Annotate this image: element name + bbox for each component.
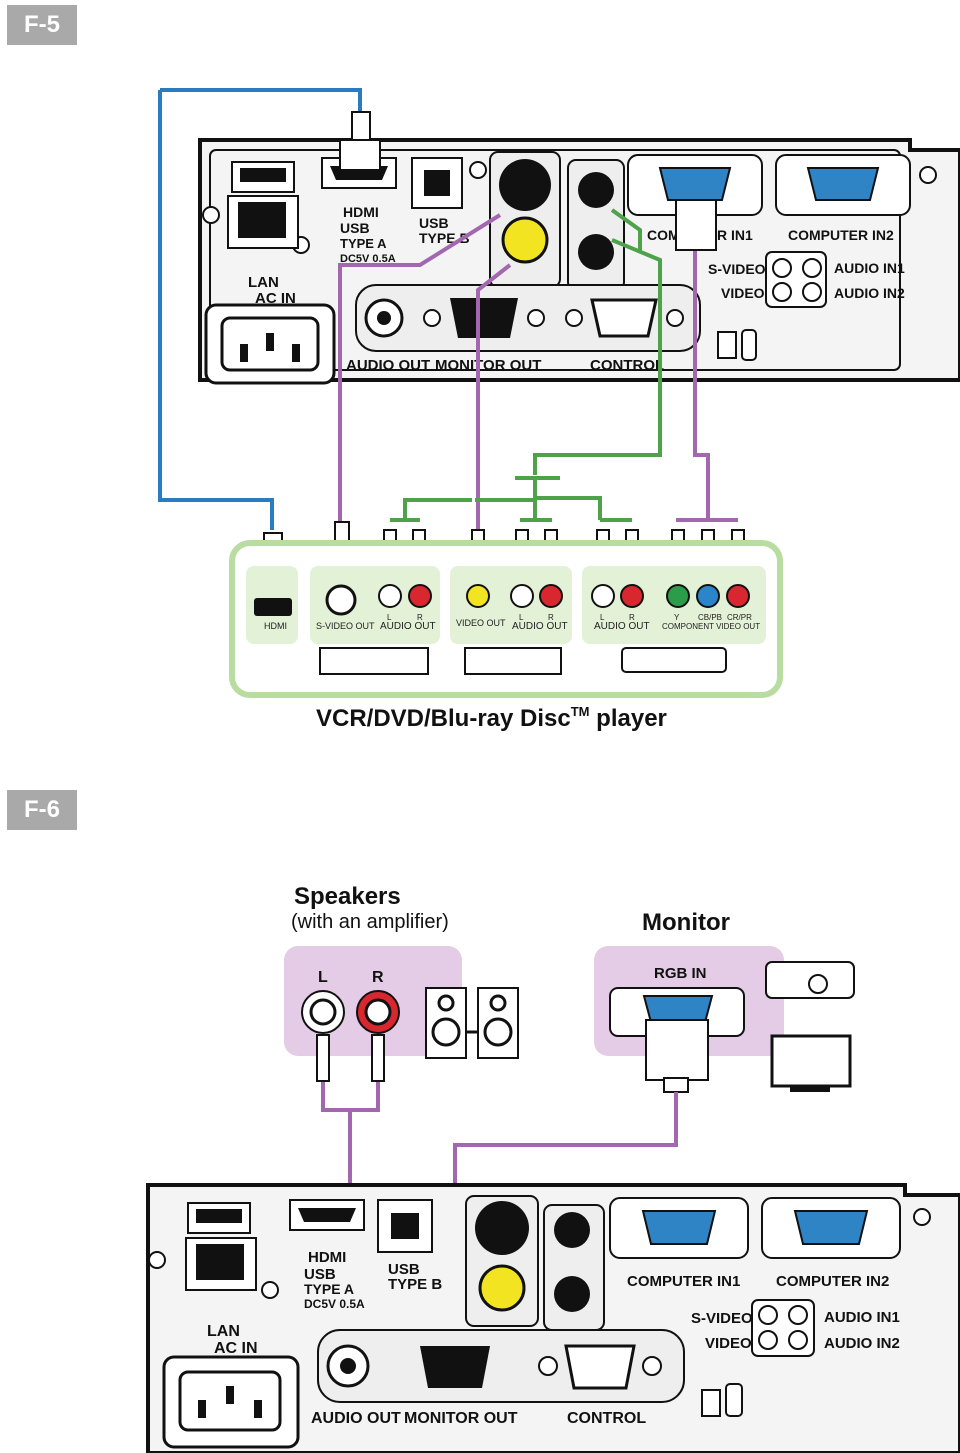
label-video: VIDEO [721, 285, 765, 301]
label-audio-out: AUDIO OUT [346, 357, 430, 374]
monitor-label-rgb-in: RGB IN [654, 965, 707, 982]
dev-label-audio-out3: AUDIO OUT [594, 621, 650, 632]
label-monitor-out: MONITOR OUT [435, 357, 541, 374]
label-computer-in2: COMPUTER IN2 [788, 227, 894, 243]
dev-label-audio-out2: AUDIO OUT [512, 621, 568, 632]
dev-label-l2: L [519, 613, 524, 622]
figure-tag-f6: F-6 [7, 790, 77, 830]
label-usb-a-rating: DC5V 0.5A [340, 253, 396, 265]
label-usb-b-f6: USB [388, 1261, 420, 1278]
projector-panel-f5 [198, 138, 960, 385]
label-lan: LAN [248, 274, 279, 291]
label-usb-a-f6: USB [304, 1266, 336, 1283]
label-usb-b-type-f6: TYPE B [388, 1276, 442, 1293]
av-device-panel [229, 540, 783, 698]
speakers-title: Speakers [294, 883, 401, 910]
dev-label-cr-pr: CR/PR [727, 613, 752, 622]
dev-label-l3: L [600, 613, 605, 622]
label-monitor-out-f6: MONITOR OUT [404, 1410, 518, 1427]
speakers-label-r: R [372, 969, 384, 986]
cables-f5 [158, 88, 738, 530]
dev-label-r2: R [548, 613, 554, 622]
dev-label-component-video-out: COMPONENT VIDEO OUT [662, 622, 760, 631]
label-s-video-f6: S-VIDEO [691, 1310, 753, 1327]
dev-label-hdmi: HDMI [264, 621, 287, 631]
label-computer-in1-f6: COMPUTER IN1 [627, 1273, 740, 1290]
label-hdmi-f6: HDMI [308, 1249, 346, 1266]
caption-f5: VCR/DVD/Blu-ray DiscTM player [316, 704, 667, 732]
monitor-panel [594, 946, 855, 1093]
dev-label-r3: R [629, 613, 635, 622]
label-video-f6: VIDEO [705, 1335, 752, 1352]
label-audio-in1-f6: AUDIO IN1 [824, 1309, 900, 1326]
label-control-f6: CONTROL [567, 1410, 646, 1427]
label-usb-a: USB [340, 220, 370, 236]
speakers-label-l: L [318, 969, 328, 986]
speakers-panel [284, 946, 519, 1059]
label-audio-in1: AUDIO IN1 [834, 260, 905, 276]
dev-label-r1: R [417, 613, 423, 622]
label-s-video: S-VIDEO [708, 261, 766, 277]
label-usb-b: USB [419, 215, 449, 231]
monitor-title: Monitor [642, 909, 730, 936]
projector-labels-f5: HDMI USB TYPE A DC5V 0.5A USB TYPE B LAN… [248, 204, 905, 374]
label-ac-in: AC IN [255, 290, 296, 307]
label-audio-out-f6: AUDIO OUT [311, 1410, 401, 1427]
projector-labels-f6: HDMI USB TYPE A DC5V 0.5A USB TYPE B LAN… [207, 1249, 900, 1427]
dev-label-y: Y [674, 613, 680, 622]
dev-label-l1: L [387, 613, 392, 622]
label-usb-a-type: TYPE A [340, 236, 387, 251]
speakers-subtitle: (with an amplifier) [291, 911, 449, 933]
label-lan-f6: LAN [207, 1323, 240, 1340]
dev-label-audio-out1: AUDIO OUT [380, 621, 436, 632]
label-usb-a-rating-f6: DC5V 0.5A [304, 1297, 365, 1311]
label-control: CONTROL [590, 357, 664, 374]
projector-panel-f6 [146, 1183, 960, 1453]
label-audio-in2: AUDIO IN2 [834, 285, 905, 301]
label-computer-in2-f6: COMPUTER IN2 [776, 1273, 889, 1290]
device-labels-f5: HDMI S-VIDEO OUT L R AUDIO OUT VIDEO OUT… [264, 613, 760, 632]
figure-tag-f5: F-5 [7, 5, 77, 45]
label-usb-a-type-f6: TYPE A [304, 1281, 354, 1297]
label-hdmi: HDMI [343, 204, 379, 220]
label-ac-in-f6: AC IN [214, 1340, 258, 1357]
label-audio-in2-f6: AUDIO IN2 [824, 1335, 900, 1352]
dev-label-s-video-out: S-VIDEO OUT [316, 621, 375, 631]
dev-label-cb-pb: CB/PB [698, 613, 722, 622]
dev-label-video-out: VIDEO OUT [456, 618, 506, 628]
